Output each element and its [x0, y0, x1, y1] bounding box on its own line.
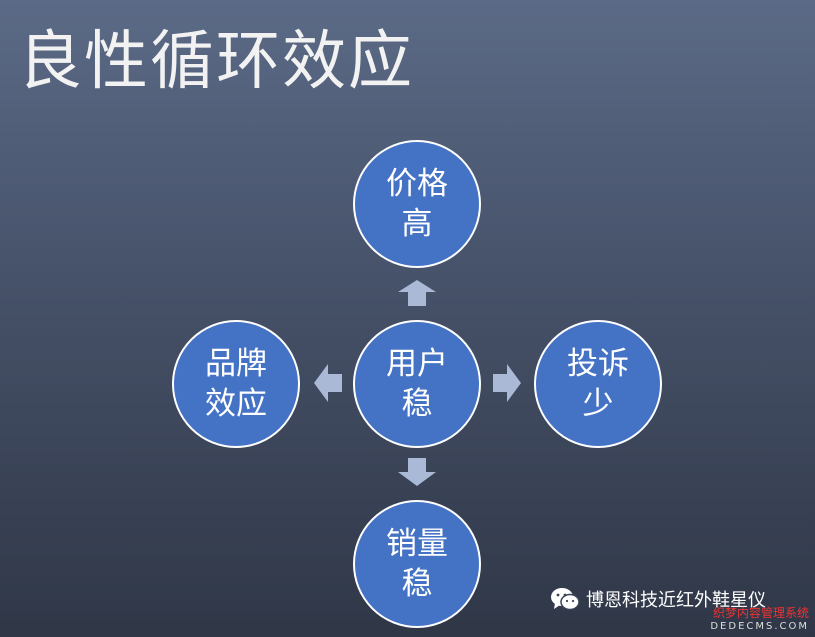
watermark-url: DEDECMS.COM — [710, 621, 809, 632]
slide-title: 良性循环效应 — [18, 25, 414, 99]
arrow-right-icon — [493, 364, 521, 402]
arrow-down-icon — [398, 458, 436, 486]
watermark-text: 织梦内容管理系统 — [712, 606, 809, 620]
node-label: 品牌 效应 — [205, 346, 267, 422]
node-label: 投诉 少 — [567, 346, 629, 422]
node-label: 用户 稳 — [386, 346, 448, 422]
node-high-price: 价格 高 — [353, 140, 481, 268]
node-brand-effect: 品牌 效应 — [172, 320, 300, 448]
wechat-account-footer: 博恩科技近红外鞋星仪 — [550, 586, 766, 612]
node-label: 销量 稳 — [386, 526, 448, 602]
node-stable-sales: 销量 稳 — [353, 500, 481, 628]
arrow-up-icon — [398, 280, 436, 306]
wechat-icon — [551, 588, 580, 611]
arrow-left-icon — [314, 364, 342, 402]
wechat-account-name: 博恩科技近红外鞋星仪 — [586, 590, 766, 611]
node-label: 价格 高 — [386, 166, 448, 242]
watermark: 织梦内容管理系统 DEDECMS.COM — [710, 607, 809, 633]
node-stable-users: 用户 稳 — [353, 320, 481, 448]
node-few-complaints: 投诉 少 — [534, 320, 662, 448]
